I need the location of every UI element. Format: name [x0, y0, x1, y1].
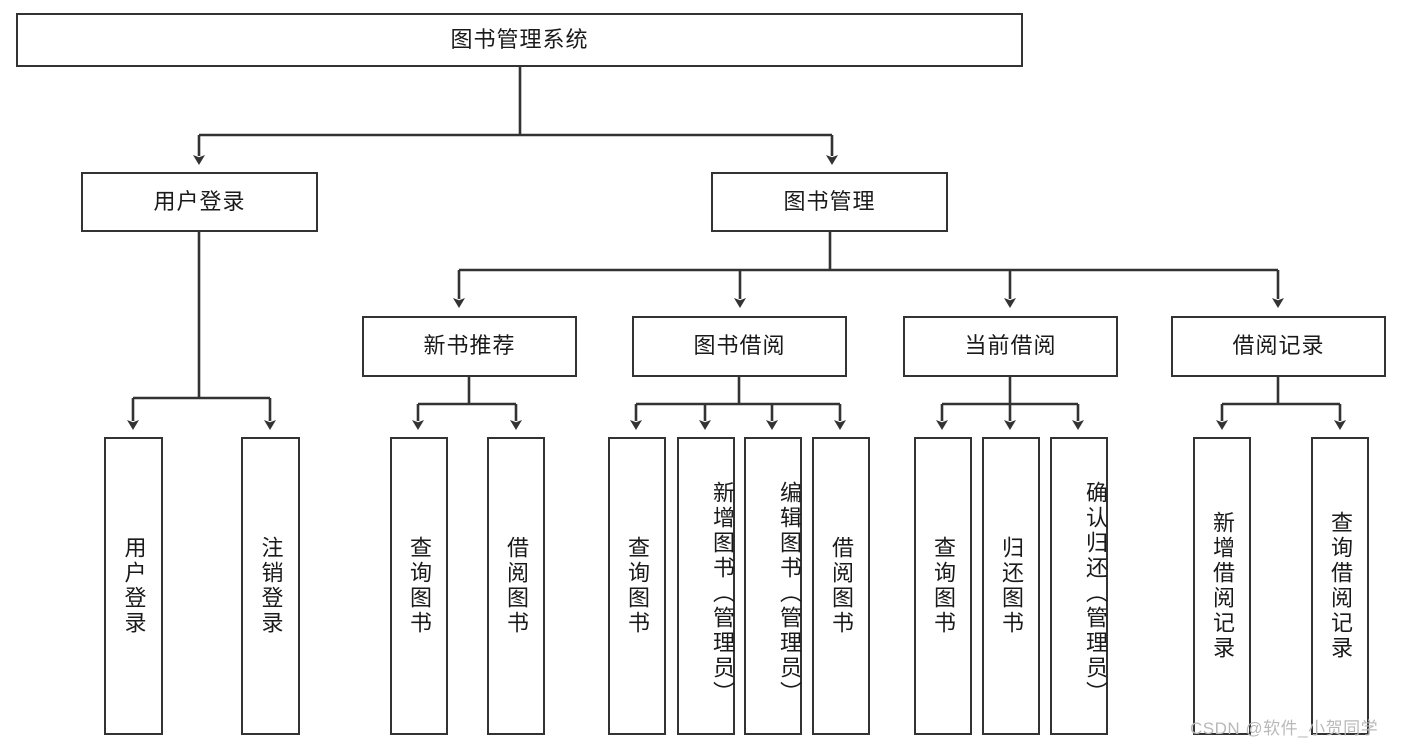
leaf-query-borrow-record[interactable]: 查询借阅记录 [1311, 437, 1369, 735]
leaf-add-book-admin[interactable]: 新增图书（管理员） [677, 437, 735, 735]
leaf-query-book-recommend[interactable]: 查询图书 [390, 437, 448, 735]
leaf-edit-book-admin[interactable]: 编辑图书（管理员） [744, 437, 802, 735]
leaf-user-logout[interactable]: 注销登录 [241, 437, 300, 735]
node-root-system[interactable]: 图书管理系统 [16, 13, 1023, 67]
leaf-query-book-borrow[interactable]: 查询图书 [608, 437, 666, 735]
leaf-confirm-return-admin[interactable]: 确认归还（管理员） [1050, 437, 1108, 735]
node-new-book-recommend[interactable]: 新书推荐 [362, 316, 577, 377]
leaf-user-login[interactable]: 用户登录 [104, 437, 163, 735]
node-book-management[interactable]: 图书管理 [711, 172, 948, 232]
node-book-borrow[interactable]: 图书借阅 [632, 316, 847, 377]
leaf-add-borrow-record[interactable]: 新增借阅记录 [1193, 437, 1251, 735]
node-user-login[interactable]: 用户登录 [81, 172, 318, 232]
leaf-return-book[interactable]: 归还图书 [982, 437, 1040, 735]
leaf-borrow-book-recommend[interactable]: 借阅图书 [487, 437, 545, 735]
watermark-text: CSDN @软件_小贺同学 [1190, 719, 1379, 738]
leaf-query-book-current[interactable]: 查询图书 [914, 437, 972, 735]
node-current-borrow[interactable]: 当前借阅 [903, 316, 1118, 377]
node-borrow-record[interactable]: 借阅记录 [1171, 316, 1386, 377]
leaf-borrow-book[interactable]: 借阅图书 [812, 437, 870, 735]
